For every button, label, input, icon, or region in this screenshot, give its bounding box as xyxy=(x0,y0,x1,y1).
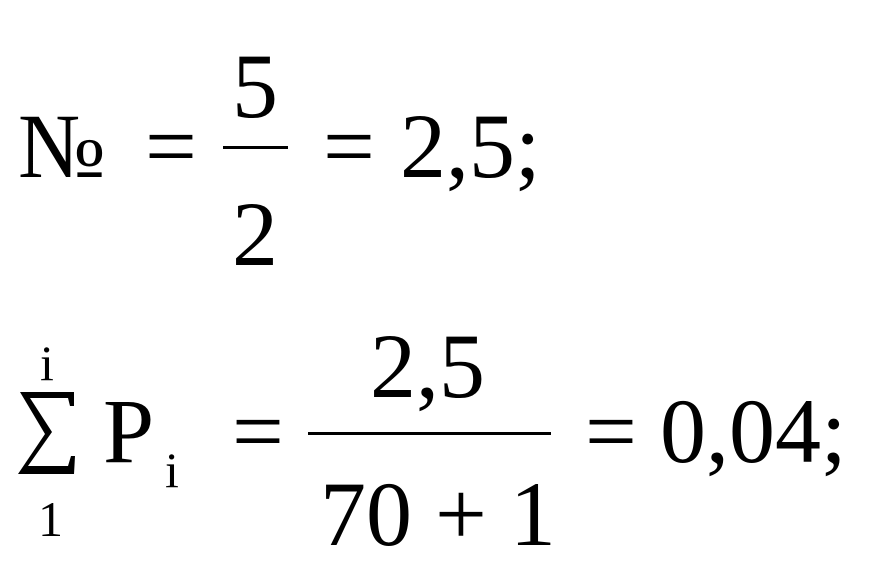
result-1: 2,5; xyxy=(400,95,541,197)
fraction-1-denominator: 2 xyxy=(232,183,278,285)
equals-sign-4: = xyxy=(585,380,637,482)
fraction-2-denominator: 70 + 1 xyxy=(320,463,556,565)
equals-sign-2: = xyxy=(323,95,375,197)
number-sign: № xyxy=(18,95,106,197)
fraction-2-bar xyxy=(308,432,551,435)
result-2: 0,04; xyxy=(660,380,847,482)
equals-sign-3: = xyxy=(232,380,284,482)
fraction-1-numerator: 5 xyxy=(232,35,278,137)
summation-sign xyxy=(18,392,75,474)
equals-sign-1: = xyxy=(145,95,197,197)
fraction-2-numerator: 2,5 xyxy=(370,315,485,417)
sum-upper-limit: i xyxy=(40,335,54,391)
sum-lower-limit: 1 xyxy=(38,491,63,547)
term-p: P xyxy=(103,380,155,482)
term-subscript: i xyxy=(165,442,179,498)
fraction-1-bar xyxy=(223,146,288,149)
